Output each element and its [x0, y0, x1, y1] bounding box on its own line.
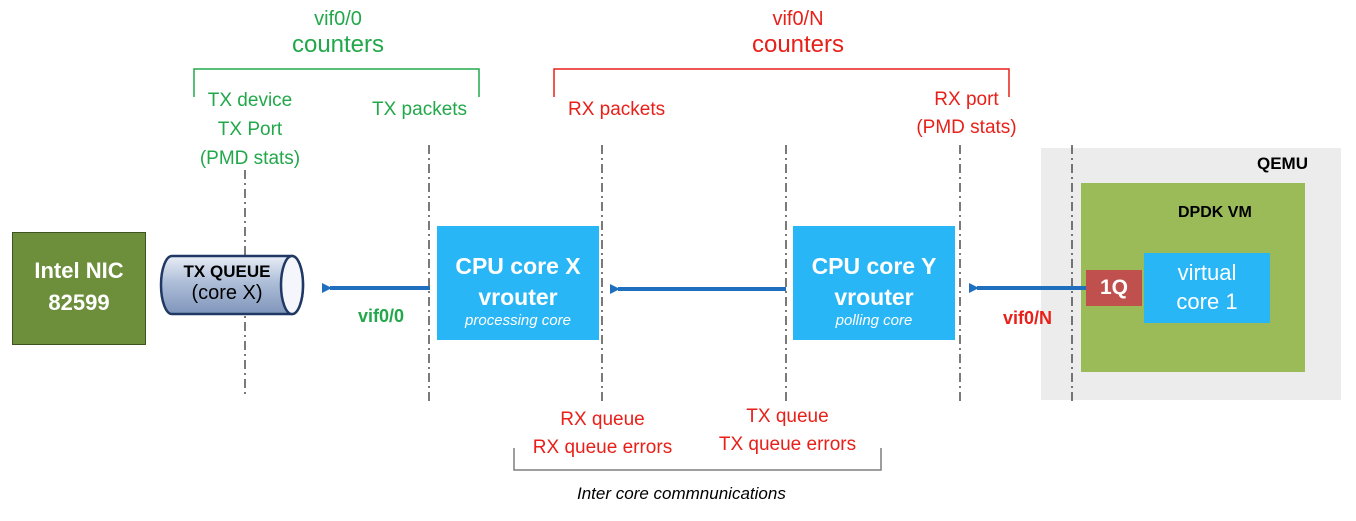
virtual-core-line1: virtual: [1177, 260, 1237, 285]
intel-nic-box: Intel NIC 82599: [12, 232, 146, 345]
rx-packets-label: RX packets: [568, 99, 666, 120]
cpu-y-title: CPU core Y: [811, 253, 937, 279]
virtual-core-box: virtual core 1: [1144, 253, 1270, 323]
arrow-vif00-label: vif0/0: [358, 306, 405, 326]
cpu-x-title: CPU core X: [455, 253, 581, 279]
vif00-title: vif0/0: [314, 8, 362, 30]
cpu-y-subtitle: polling core: [835, 312, 913, 329]
vif0n-counters-word: counters: [751, 31, 845, 58]
cpu-x-vrouter: vrouter: [478, 284, 558, 310]
vif00-bracket: [193, 68, 480, 97]
tx-queue-errors-line: TX queue errors: [718, 434, 857, 455]
nic-model: 82599: [48, 290, 110, 315]
tx-port-line: TX Port: [217, 119, 283, 140]
cpu-y-vrouter: vrouter: [834, 284, 914, 310]
rx-port-line: RX port: [934, 89, 999, 110]
cpu-core-y-box: CPU core Y vrouter polling core: [793, 226, 955, 340]
pmd-stats-line: (PMD stats): [199, 148, 301, 169]
dpdk-vm-label: DPDK VM: [1178, 204, 1252, 221]
tx-packets-label: TX packets: [372, 99, 468, 120]
tx-device-label: TX device TX Port (PMD stats): [185, 86, 315, 173]
vif0n-bracket: [553, 68, 1010, 97]
vif0n-title: vif0/N: [772, 8, 824, 30]
vif00-counters-label: vif0/0 counters: [258, 8, 418, 59]
inter-core-caption: Inter core commnunications: [577, 484, 786, 503]
queue-1q-box: [1086, 270, 1142, 306]
cpu-x-subtitle: processing core: [465, 312, 571, 329]
qemu-label: QEMU: [1257, 154, 1308, 173]
tx-queue-title: TX QUEUE: [183, 262, 271, 281]
tx-queue-cylinder-end: [279, 254, 305, 316]
vif00-counters-word: counters: [291, 31, 385, 58]
tx-queue-counters-label: TX queue TX queue errors: [705, 403, 870, 459]
rx-port-label: RX port (PMD stats): [904, 86, 1029, 142]
vif0n-counters-label: vif0/N counters: [718, 8, 878, 59]
queue-1q-label: 1Q: [1099, 276, 1128, 299]
inter-core-bracket: [513, 448, 882, 471]
arrow-vif0n-label: vif0/N: [1003, 308, 1053, 328]
cpu-core-x-box: CPU core X vrouter processing core: [437, 226, 599, 340]
nic-name: Intel NIC: [34, 258, 124, 283]
virtual-core-line2: core 1: [1176, 289, 1238, 314]
rx-pmd-stats-line: (PMD stats): [916, 117, 1017, 138]
tx-device-line: TX device: [207, 90, 293, 111]
tx-queue-label: TX QUEUE (core X): [166, 262, 288, 304]
tx-queue-line: TX queue: [746, 406, 829, 427]
rx-queue-errors-line: RX queue errors: [532, 437, 673, 458]
rx-queue-label: RX queue RX queue errors: [520, 406, 685, 462]
rx-queue-line: RX queue: [560, 409, 645, 430]
tx-queue-core: (core X): [191, 282, 263, 304]
